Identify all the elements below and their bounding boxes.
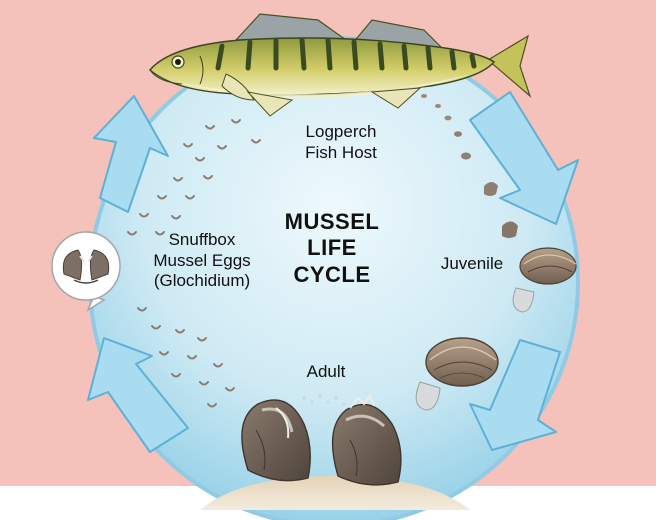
label-eggs-line3: (Glochidium): [153, 271, 251, 291]
cycle-arrow-icon: [87, 91, 579, 453]
juvenile-mussel-large-icon: [415, 337, 499, 411]
label-eggs-line2: Mussel Eggs: [153, 250, 251, 270]
label-eggs-line1: Snuffbox: [168, 230, 236, 249]
title-line-3: CYCLE: [293, 261, 371, 287]
title-line-1: MUSSEL: [284, 209, 380, 234]
label-fish-host-line2: Fish Host: [305, 142, 377, 162]
juvenile-mussel-icon: [512, 247, 577, 313]
sand-mound: [200, 476, 470, 510]
juvenile-development: [421, 94, 518, 238]
label-juvenile: Juvenile: [440, 254, 504, 273]
glochidium-callout-icon: [51, 231, 121, 312]
diagram-title: MUSSEL LIFE CYCLE: [262, 209, 402, 288]
label-fish-host: Logperch Fish Host: [286, 122, 396, 163]
water-bubbles: [302, 394, 346, 406]
glochidia-specks: [127, 119, 261, 408]
label-fish-host-line1: Logperch: [305, 122, 377, 141]
logperch-fish-icon: [149, 13, 532, 117]
adult-mussel-icon: [241, 393, 402, 486]
label-adult: Adult: [306, 362, 346, 381]
label-eggs: Snuffbox Mussel Eggs (Glochidium): [134, 230, 270, 292]
title-line-2: LIFE: [307, 235, 357, 261]
